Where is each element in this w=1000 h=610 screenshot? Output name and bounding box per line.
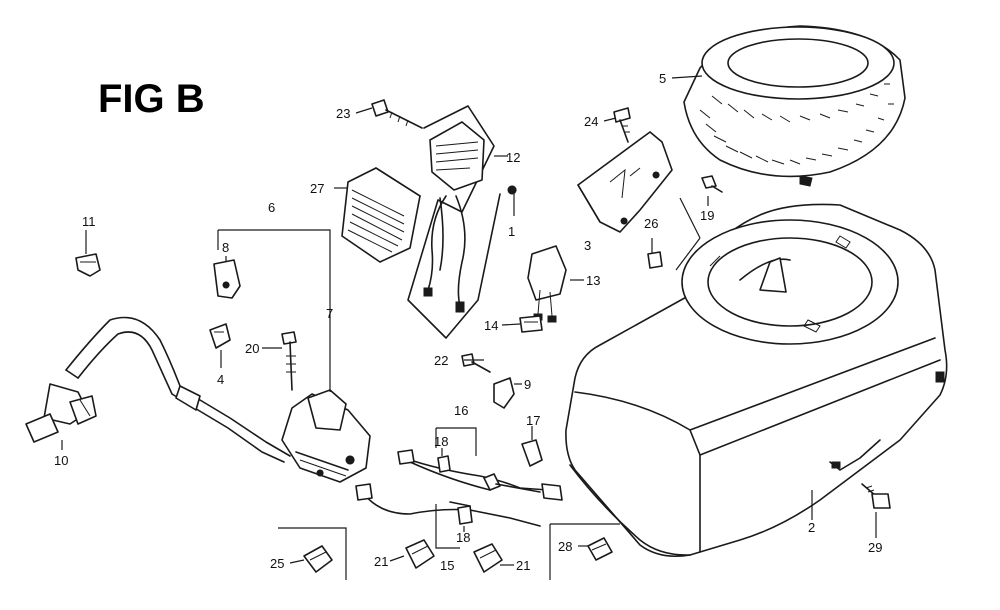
ht-lead-part <box>65 316 291 463</box>
callout-17: 17 <box>526 413 540 428</box>
callout-1: 1 <box>508 224 515 239</box>
callout-29: 29 <box>868 540 882 555</box>
callout-24: 24 <box>584 114 598 129</box>
callout-13: 13 <box>586 273 600 288</box>
wire-harness-16-part <box>397 449 563 501</box>
callout-5: 5 <box>659 71 666 86</box>
bolt-29-part <box>861 483 891 509</box>
clamp-25-part <box>303 545 333 573</box>
spark-plug-cap-10-part <box>25 383 97 443</box>
grommet-18a-part <box>437 455 451 473</box>
regulator-27-part <box>341 167 421 263</box>
leader-lines <box>61 75 877 566</box>
ignition-coil-7-part <box>281 389 371 483</box>
callout-9: 9 <box>524 377 531 392</box>
callout-6: 6 <box>268 200 275 215</box>
callout-10: 10 <box>54 453 68 468</box>
engine-cover-part <box>683 25 906 187</box>
group-lines <box>217 197 701 580</box>
callout-19: 19 <box>700 208 714 223</box>
bracket-part <box>577 131 673 233</box>
wire-harness-15-part <box>355 483 541 527</box>
clamp-9-part <box>493 377 515 409</box>
callout-21a: 21 <box>374 554 388 569</box>
screw-22-part <box>461 353 491 373</box>
clamp-21a-part <box>405 539 435 569</box>
bolt-23-part <box>371 99 423 129</box>
module-13-part <box>527 245 567 323</box>
pin-26-part <box>647 251 663 269</box>
clip-14-part <box>519 315 543 333</box>
callout-11: 11 <box>82 214 96 229</box>
callout-18b: 18 <box>456 530 470 545</box>
callout-14: 14 <box>484 318 498 333</box>
callout-labels: 5 23 24 12 27 1 19 26 3 13 14 22 9 6 8 7… <box>54 71 882 573</box>
clamp-28-part <box>587 537 613 561</box>
callout-18a: 18 <box>434 434 448 449</box>
clamp-21b-part <box>473 543 503 573</box>
callout-2: 2 <box>808 520 815 535</box>
screw-19-part <box>701 175 723 193</box>
callout-26: 26 <box>644 216 658 231</box>
callout-15: 15 <box>440 558 454 573</box>
callout-23: 23 <box>336 106 350 121</box>
callout-7: 7 <box>326 306 333 321</box>
callout-25: 25 <box>270 556 284 571</box>
bolt-20-part <box>281 331 297 391</box>
callout-12: 12 <box>506 150 520 165</box>
grommet-8-part <box>213 259 241 299</box>
callout-8: 8 <box>222 240 229 255</box>
callout-22: 22 <box>434 353 448 368</box>
clip-11-part <box>75 253 101 277</box>
clip-17-part <box>521 439 543 467</box>
fan-shroud-part <box>565 203 948 558</box>
callout-4: 4 <box>217 372 224 387</box>
callout-27: 27 <box>310 181 324 196</box>
callout-16: 16 <box>454 403 468 418</box>
callout-20: 20 <box>245 341 259 356</box>
callout-3: 3 <box>584 238 591 253</box>
spacer-4-part <box>209 323 231 349</box>
callout-21b: 21 <box>516 558 530 573</box>
rectifier-12-part <box>407 105 517 339</box>
callout-28: 28 <box>558 539 572 554</box>
figure-title: FIG B <box>98 77 205 121</box>
grommet-18b-part <box>457 505 473 525</box>
bolt-24-part <box>613 107 631 143</box>
